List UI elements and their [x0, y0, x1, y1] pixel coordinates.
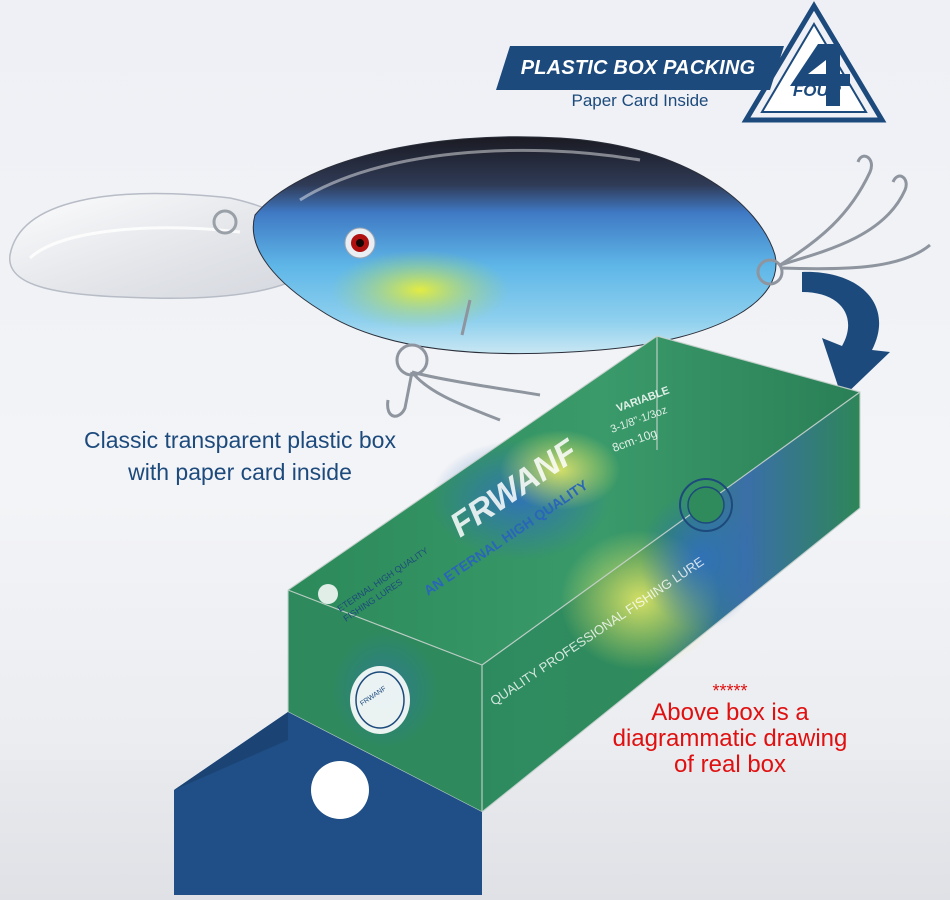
hang-hole: [311, 761, 369, 819]
side-logo-icon: [318, 584, 338, 604]
belly-treble-hook: [386, 299, 541, 422]
fishing-lure: [9, 136, 931, 422]
caption-line-1: Classic transparent plastic box: [84, 427, 396, 453]
caption-line-2: with paper card inside: [128, 459, 352, 485]
four-emblem: [741, 1, 887, 123]
note-line-1: Above box is a: [651, 699, 809, 726]
brand-seal: [350, 666, 410, 734]
digit-four-icon: [790, 44, 850, 106]
box-caption: Classic transparent plastic box with pap…: [20, 424, 460, 488]
curved-arrow-icon: [802, 271, 890, 398]
packaging-box-diagram: [174, 335, 861, 895]
lure-body: [252, 136, 777, 355]
emblem-label: FOUR: [792, 81, 842, 100]
note-line-3: of real box: [673, 751, 787, 778]
title-banner: [496, 46, 784, 90]
note-stars: *****: [712, 681, 748, 701]
diagram-note: ***** Above box is a diagrammatic drawin…: [570, 682, 890, 778]
title-text: PLASTIC BOX PACKING: [520, 57, 756, 79]
split-ring: [212, 209, 238, 235]
subtitle-text: Paper Card Inside: [571, 91, 709, 110]
tail-treble-hook: [756, 154, 931, 286]
quality-badge: [679, 478, 733, 532]
note-line-2: diagrammatic drawing: [612, 725, 848, 752]
